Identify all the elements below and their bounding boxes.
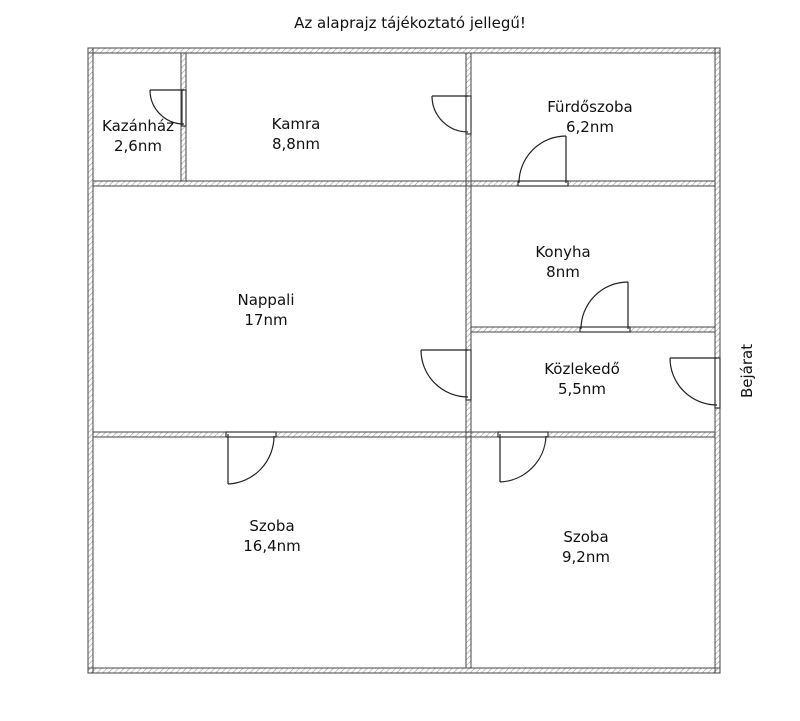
room-name: Konyha (535, 243, 591, 261)
door-furdoszoba (517, 135, 569, 187)
room-name: Kamra (271, 115, 321, 133)
room-label-konyha: Konyha 8nm (463, 242, 663, 282)
room-name: Közlekedő (544, 360, 620, 378)
room-name: Kazánház (102, 117, 174, 135)
room-area: 8,8nm (272, 135, 320, 153)
room-area: 16,4nm (243, 537, 301, 555)
room-name: Szoba (249, 517, 295, 535)
room-name: Nappali (237, 291, 295, 309)
room-area: 9,2nm (562, 548, 610, 566)
room-name: Szoba (563, 528, 609, 546)
room-area: 5,5nm (558, 380, 606, 398)
door-nappali (420, 349, 472, 401)
room-area: 17nm (244, 311, 288, 329)
room-label-kamra: Kamra 8,8nm (186, 114, 406, 154)
disclaimer-note: Az alaprajz tájékoztató jellegű! (294, 14, 526, 32)
room-area: 2,6nm (114, 137, 162, 155)
door-kamra (431, 95, 472, 135)
room-area: 8nm (546, 263, 580, 281)
room-label-nappali: Nappali 17nm (166, 290, 366, 330)
room-label-szoba-right: Szoba 9,2nm (486, 527, 686, 567)
door-szoba-right (497, 431, 549, 483)
room-area: 6,2nm (566, 118, 614, 136)
room-label-szoba-left: Szoba 16,4nm (172, 516, 372, 556)
door-kazanhaz (149, 89, 187, 127)
room-label-kazanhaz: Kazánház 2,6nm (96, 116, 180, 156)
room-name: Fürdőszoba (547, 98, 633, 116)
room-label-kozlekedo: Közlekedő 5,5nm (482, 359, 682, 399)
door-szoba-left (225, 431, 277, 485)
door-konyha (579, 281, 631, 333)
room-label-furdoszoba: Fürdőszoba 6,2nm (490, 97, 690, 137)
door-entrance (669, 357, 721, 409)
entrance-label: Bejárat (738, 343, 756, 398)
